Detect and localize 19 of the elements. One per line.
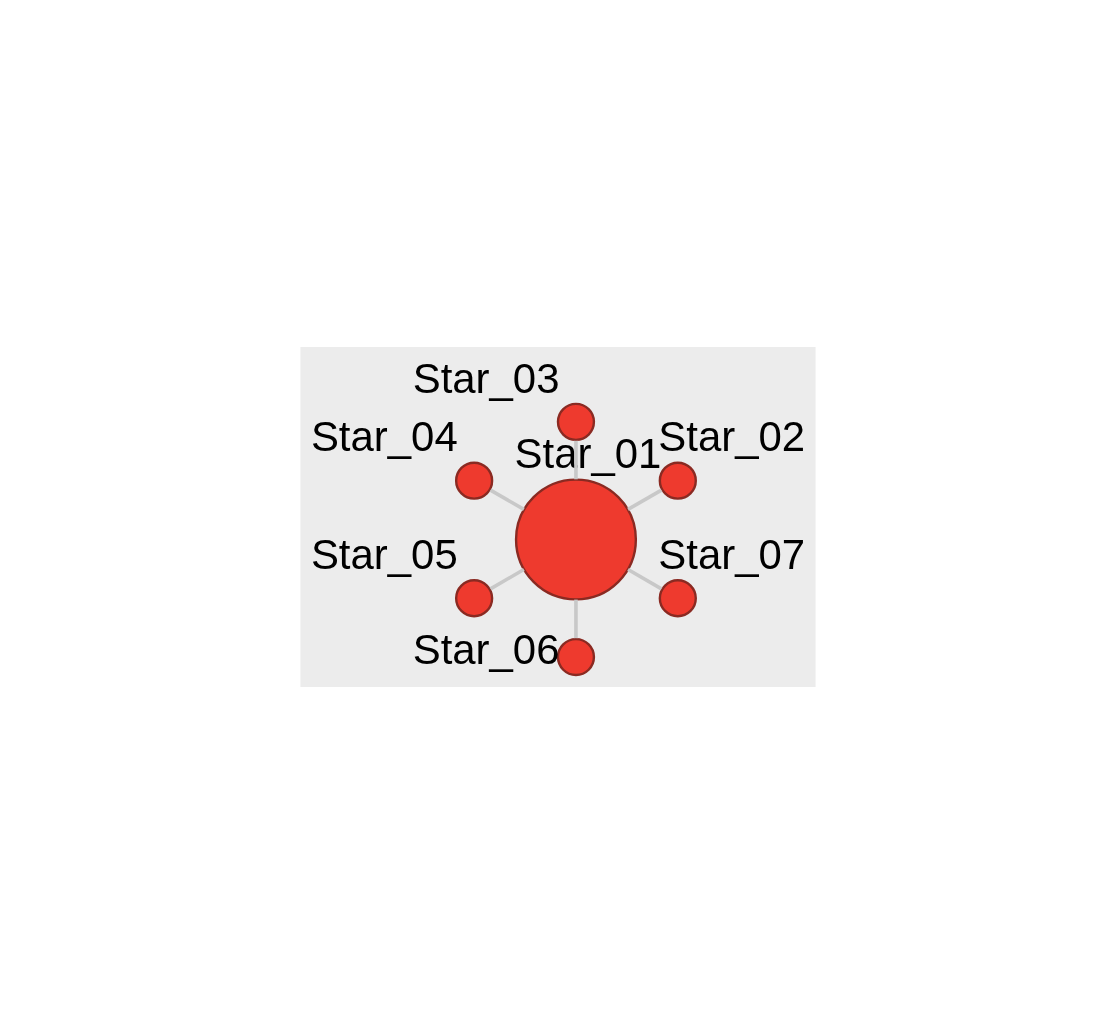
node-label: Star_04	[310, 412, 458, 460]
connector	[489, 488, 525, 511]
node-circle	[658, 461, 697, 500]
node-circle	[556, 637, 596, 676]
connector	[627, 488, 663, 511]
node-circle	[454, 578, 494, 617]
node-circle	[658, 578, 697, 617]
node-label: Star_03	[412, 354, 560, 402]
connector	[627, 567, 663, 590]
node-label: Star_05	[310, 530, 458, 578]
connector	[574, 599, 578, 638]
connector	[489, 567, 525, 590]
node-circle	[556, 402, 596, 441]
node-label: Star_06	[412, 625, 560, 673]
node-circle	[514, 477, 638, 601]
node-circle	[454, 461, 494, 500]
connector	[574, 440, 578, 479]
node-label: Star_02	[658, 412, 806, 460]
node-label: Star_07	[658, 530, 806, 578]
